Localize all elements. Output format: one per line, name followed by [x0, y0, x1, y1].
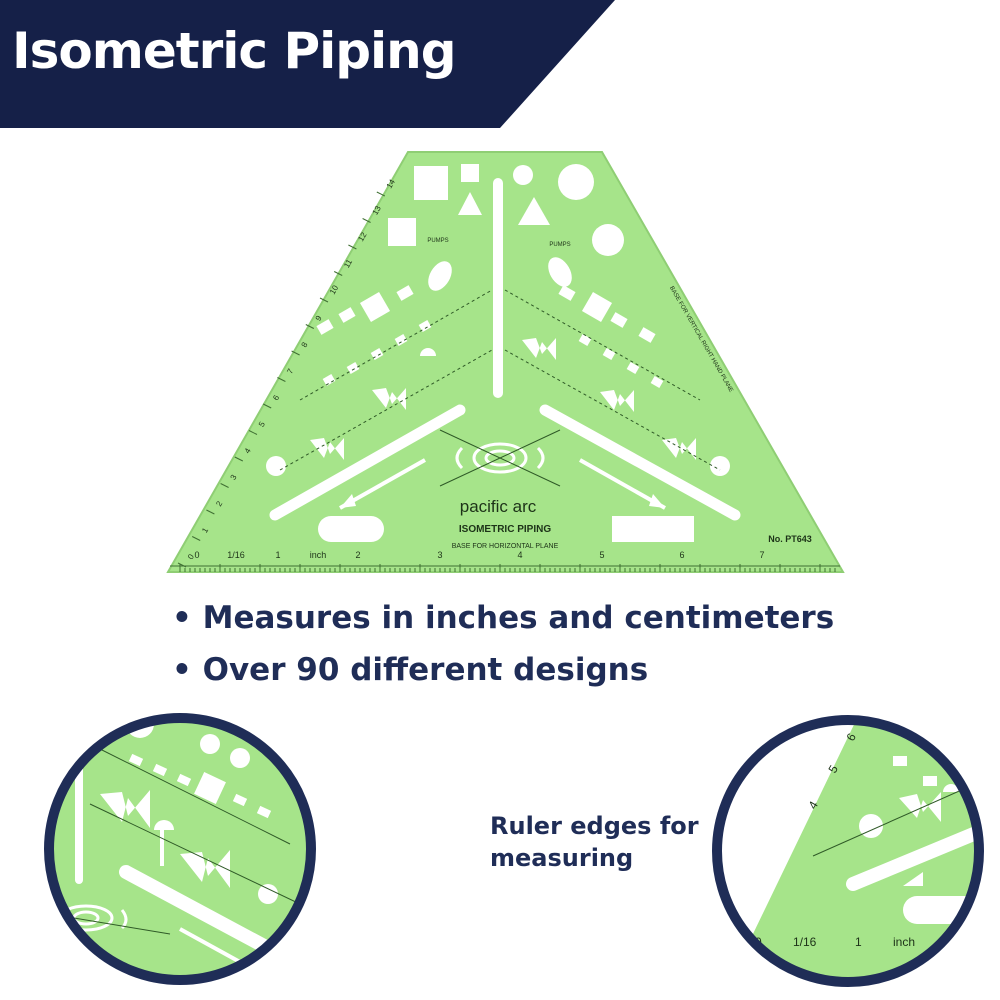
model-label: No. PT643	[768, 534, 812, 544]
triangle-cutout-right	[518, 197, 550, 225]
cm-tick	[319, 297, 329, 303]
arrow-left	[339, 458, 426, 510]
brand-label: pacific arc	[460, 497, 537, 516]
inch-label: 7	[759, 550, 764, 560]
feature-bullet-1: • Measures in inches and centimeters	[172, 600, 835, 636]
cm-label: 9	[314, 314, 324, 323]
inch-label: 4	[517, 550, 522, 560]
pumps-label-left: PUMPS	[427, 238, 448, 244]
cm-tick	[177, 562, 187, 568]
template-body	[166, 151, 845, 573]
cm-label: 3	[229, 473, 239, 482]
cm-label: 7	[285, 367, 295, 376]
inch-label: 1/16	[227, 550, 245, 560]
cm-tick	[220, 483, 229, 488]
cm-label: 5	[257, 420, 267, 429]
feature-list: • Measures in inches and centimeters • O…	[172, 592, 834, 696]
ellipse-cutout	[428, 261, 452, 291]
zoom-circle-right: 0 1/16 1 inch 4 5 6	[712, 715, 984, 987]
cm-tick	[291, 350, 300, 356]
zoom-label-inch: inch	[893, 935, 915, 949]
header-banner: Isometric Piping	[0, 0, 1000, 130]
inch-label: 0	[194, 550, 199, 560]
inch-label: 5	[599, 550, 604, 560]
isometric-template-image: pacific arc ISOMETRIC PIPING BASE FOR HO…	[166, 151, 845, 573]
slot-right-long	[539, 404, 741, 521]
cm-tick	[348, 244, 357, 250]
ellipse-cutout-right	[548, 257, 572, 287]
cm-label: 4	[243, 446, 253, 455]
zoom-label-1: 1	[855, 935, 862, 949]
zoom-label-1-16: 1/16	[793, 935, 817, 949]
banner-shape	[0, 0, 615, 128]
cm-label: 0	[186, 552, 196, 561]
inch-label: 3	[437, 550, 442, 560]
cm-tick	[234, 456, 244, 462]
left-symbol-rows	[266, 285, 436, 476]
circle-cutout-right	[592, 224, 624, 256]
right-symbol-rows	[522, 285, 730, 476]
square-cutout-left	[388, 218, 416, 246]
guide-lines	[279, 289, 721, 471]
zoom-circle-left	[44, 713, 316, 985]
cm-label: 8	[300, 340, 310, 349]
cm-tick	[206, 509, 215, 515]
cm-tick	[277, 377, 286, 382]
ruler-edges-caption: Ruler edges for measuring	[490, 810, 699, 874]
cm-label: 1	[200, 526, 210, 535]
rect-slot-right	[612, 516, 694, 542]
triangle-cutout	[458, 192, 482, 215]
small-circle-cutout	[513, 165, 533, 185]
center-target-symbol	[455, 442, 545, 474]
caption-line-1: Ruler edges for	[490, 812, 699, 840]
inch-label: 6	[679, 550, 684, 560]
cm-tick	[362, 218, 371, 223]
page-title: Isometric Piping	[12, 22, 457, 80]
template-name-label: ISOMETRIC PIPING	[459, 524, 551, 535]
square-cutout	[414, 166, 448, 200]
arrow-right	[579, 458, 666, 510]
cm-label: 6	[271, 393, 281, 402]
small-square-cutout	[461, 164, 479, 182]
cm-tick	[305, 324, 315, 329]
rounded-slot-left	[318, 516, 384, 542]
inch-label: inch	[310, 550, 327, 560]
inch-scale-labels: 0 1/16 1 inch 2 3 4 5 6 7	[194, 550, 764, 560]
feature-bullet-2: • Over 90 different designs	[172, 652, 649, 688]
ruler-ticks	[179, 564, 836, 572]
slot-left-long	[269, 404, 466, 521]
pumps-label-right: PUMPS	[549, 242, 570, 248]
cm-tick	[248, 430, 258, 435]
cm-tick	[333, 271, 343, 276]
cm-tick	[191, 536, 201, 541]
inch-label: 2	[355, 550, 360, 560]
center-slot	[493, 178, 503, 398]
inch-label: 1	[275, 550, 280, 560]
cm-tick	[262, 403, 272, 409]
cm-tick	[376, 191, 386, 197]
caption-line-2: measuring	[490, 844, 634, 872]
cm-label: 2	[214, 499, 224, 508]
base-horizontal-label: BASE FOR HORIZONTAL PLANE	[452, 543, 559, 550]
large-circle-cutout	[558, 164, 594, 200]
